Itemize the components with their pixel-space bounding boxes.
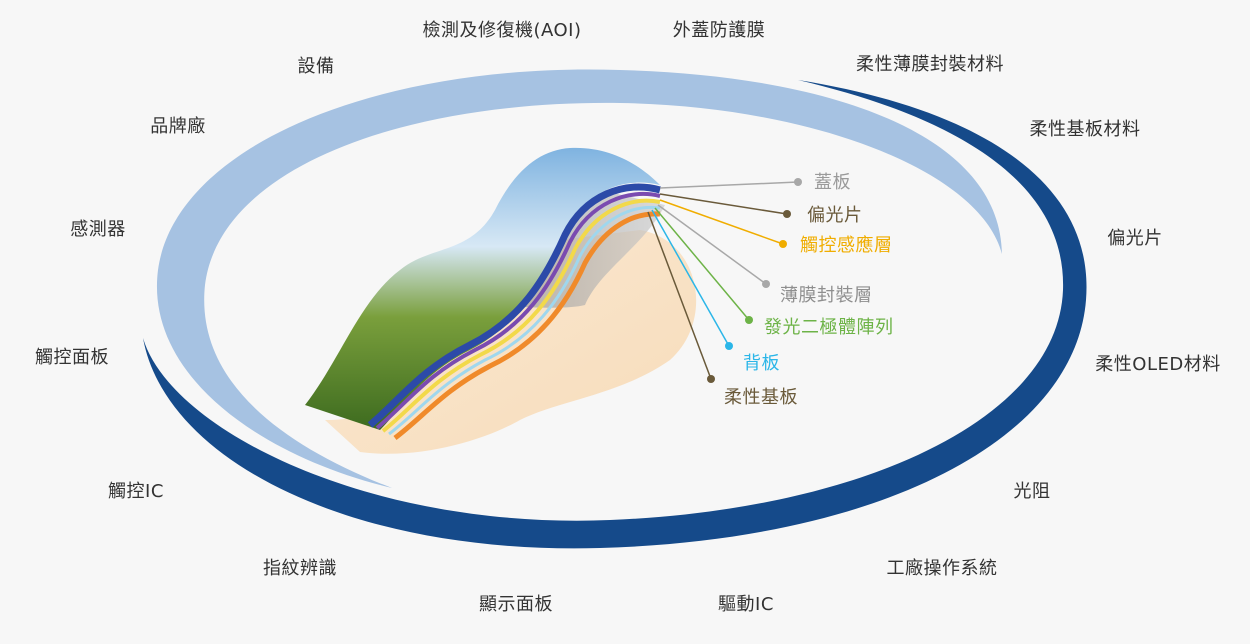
layer-label-backplane: 背板 [743,353,780,374]
label-touch-panel: 觸控面板 [35,347,109,368]
layer-label-tfe: 薄膜封裝層 [780,285,873,306]
leader-line-substrate [647,211,712,380]
leader-dot-polarizer [783,210,791,218]
label-touch-ic: 觸控IC [108,481,164,502]
label-driver-ic: 驅動IC [718,594,774,615]
leader-dot-touch [779,240,787,248]
leader-line-cover [659,181,799,189]
band-blue [367,183,661,428]
label-factory-os: 工廠操作系統 [886,558,998,579]
leader-dot-oled [745,316,753,324]
leader-lines [647,178,802,383]
leader-dot-cover [794,178,802,186]
label-aoi: 檢測及修復機(AOI) [422,20,582,41]
label-fingerprint: 指紋辨識 [263,558,337,579]
label-oled-material: 柔性OLED材料 [1095,354,1221,375]
layer-label-polarizer: 偏光片 [807,205,863,226]
leader-line-oled [654,207,750,321]
band-purple [375,191,661,430]
label-equipment: 設備 [297,56,335,77]
label-substrate-material: 柔性基板材料 [1029,119,1141,140]
label-sensor: 感測器 [70,219,126,240]
leader-dot-substrate [707,375,715,383]
layer-label-touch: 觸控感應層 [800,235,893,256]
layer-label-oled-array: 發光二極體陣列 [764,317,894,338]
label-photoresist: 光阻 [1013,481,1051,502]
leader-line-touch [659,199,784,245]
label-polarizer-ring: 偏光片 [1107,228,1163,249]
layer-label-cover: 蓋板 [814,172,851,193]
label-display-panel: 顯示面板 [479,594,553,615]
layer-label-substrate: 柔性基板 [724,387,798,408]
leader-line-polarizer [659,193,788,215]
band-cyan [388,205,661,436]
oled-device [305,147,697,454]
label-cover-film: 外蓋防護膜 [672,20,766,41]
leader-dot-tfe [762,280,770,288]
leader-dot-backplane [725,342,733,350]
leader-line-backplane [651,209,730,347]
band-yellow [381,198,661,433]
label-tfe-material: 柔性薄膜封裝材料 [856,54,1004,75]
label-brand: 品牌廠 [150,116,206,137]
leader-line-tfe [657,204,767,285]
band-orange [393,211,661,440]
